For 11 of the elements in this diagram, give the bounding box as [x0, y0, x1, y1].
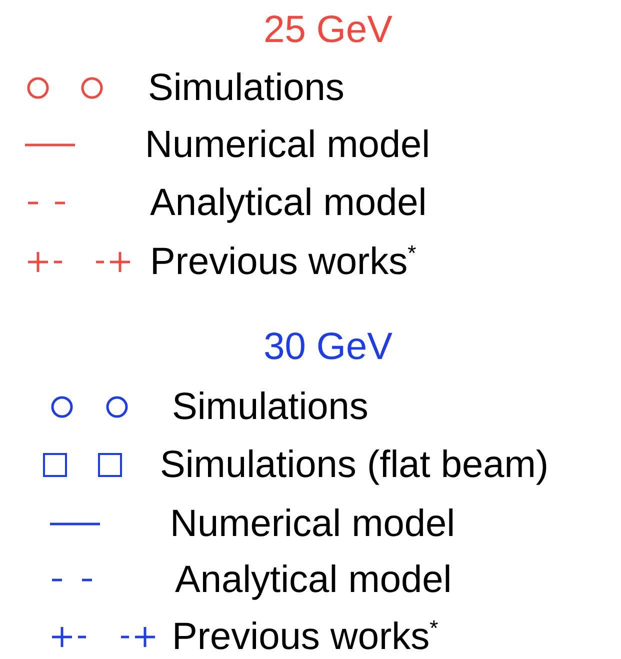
legend-text: Numerical model	[170, 502, 456, 546]
legend-text: Previous works$^{*}$	[150, 240, 416, 284]
legend-text: Simulations	[148, 66, 344, 110]
group-heading: 30 GeV	[264, 325, 392, 369]
legend-text: Simulations	[172, 385, 368, 429]
legend-text: Analytical model	[150, 181, 427, 225]
legend-text: Analytical model	[175, 558, 452, 602]
group-heading: 25 GeV	[264, 8, 392, 52]
legend-text: Numerical model	[145, 123, 430, 167]
legend-text: Simulations (flat beam)	[160, 443, 549, 487]
legend-text: Previous works$^{*}$	[172, 615, 438, 659]
